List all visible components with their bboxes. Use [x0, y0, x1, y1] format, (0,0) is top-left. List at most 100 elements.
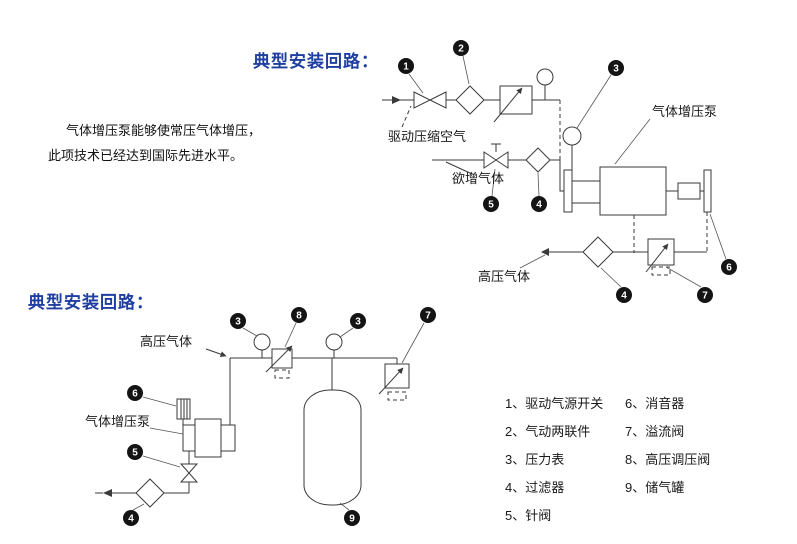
leader-line — [242, 327, 258, 337]
callout-7-top: 7 — [697, 287, 713, 303]
leader-line — [142, 455, 181, 468]
legend-item-1: 1、驱动气源开关 — [505, 396, 604, 411]
description-line-2: 此项技术已经达到国际先进水平。 — [48, 148, 244, 163]
leader-line — [600, 267, 622, 288]
callout-4-top-a-number: 4 — [536, 200, 542, 211]
legend-column-1: 1、驱动气源开关 2、气动两联件 3、压力表 4、过滤器 5、针阀 — [505, 393, 603, 524]
callout-8-number: 8 — [296, 311, 302, 322]
callout-2-number: 2 — [458, 44, 464, 55]
callout-4-top-b: 4 — [616, 287, 632, 303]
leader-line — [491, 168, 496, 197]
hp-regulator-pilot-box — [274, 369, 290, 379]
pressure-gauge-symbol-top-2 — [562, 126, 582, 146]
callout-9: 9 — [344, 510, 360, 526]
leader-line — [132, 503, 145, 511]
callout-2: 2 — [453, 40, 469, 56]
callout-3-bottom-a-number: 3 — [235, 317, 241, 328]
pump-inlet-pipe — [95, 451, 190, 494]
callout-1-number: 1 — [403, 62, 409, 73]
callout-5-top: 5 — [483, 196, 499, 212]
hp-gas-out-arrow-icon-top — [541, 248, 549, 256]
leader-line — [709, 213, 727, 260]
callout-3-top: 3 — [608, 60, 624, 76]
filter-symbol-top-3 — [582, 236, 614, 268]
booster-pump-bottom-symbol — [176, 398, 236, 458]
callout-5-bottom-number: 5 — [132, 448, 138, 459]
callout-7-bottom-number: 7 — [425, 311, 431, 322]
callout-4-bottom-number: 4 — [128, 514, 134, 525]
hp-gas-label-top: 高压气体 — [478, 269, 531, 284]
legend-item-9: 9、储气罐 — [625, 480, 685, 495]
hp-gas-label-leader-top — [519, 254, 546, 269]
relief-valve-arrow-icon-bottom — [378, 367, 404, 395]
callout-9-number: 9 — [349, 514, 355, 525]
legend-item-2: 2、气动两联件 — [505, 424, 591, 439]
callout-7-bottom: 7 — [420, 307, 436, 323]
needle-valve-symbol-top — [483, 151, 509, 169]
callout-3-bottom-a: 3 — [230, 313, 246, 329]
relief-valve-symbol-top — [647, 238, 675, 266]
legend-item-3: 3、压力表 — [505, 452, 565, 467]
pump-outlet-dashed-pipe — [633, 212, 708, 253]
drive-air-label-leader — [401, 105, 412, 128]
legend-item-6: 6、消音器 — [625, 396, 685, 411]
pressure-gauge-symbol-top-1 — [536, 68, 554, 86]
callout-1: 1 — [398, 58, 414, 74]
leader-line — [462, 55, 470, 85]
hp-main-pipe-bottom — [229, 357, 398, 425]
relief-valve-pilot-box-bottom — [387, 391, 407, 401]
hp-regulator-arrow-icon — [265, 345, 293, 373]
leader-line — [537, 172, 540, 197]
relief-valve-arrow-icon-top — [645, 243, 669, 273]
pressure-gauge-symbol-bottom-2 — [325, 333, 343, 351]
callout-3-bottom-b: 3 — [350, 313, 366, 329]
pump-label-leader-bottom — [149, 427, 184, 435]
legend-item-7: 7、溢流阀 — [625, 424, 685, 439]
frl-unit-symbol — [499, 85, 533, 115]
leader-line — [408, 73, 424, 94]
storage-tank-symbol — [303, 389, 362, 506]
relief-valve-pilot-box-top — [651, 266, 671, 276]
callout-6-top-number: 6 — [726, 263, 732, 274]
legend-item-5: 5、针阀 — [505, 508, 552, 523]
boost-gas-label: 欲增气体 — [452, 171, 505, 186]
filter-symbol-top-1 — [455, 85, 485, 115]
callout-4-bottom: 4 — [123, 510, 139, 526]
callout-7-top-number: 7 — [702, 291, 708, 302]
booster-pump-label-top: 气体增压泵 — [652, 104, 718, 119]
drive-air-switch-valve-symbol — [413, 91, 447, 109]
callout-4-top-b-number: 4 — [621, 291, 627, 302]
legend-item-4: 4、过滤器 — [505, 480, 565, 495]
booster-pump-label-bottom: 气体增压泵 — [85, 414, 151, 429]
pump-label-leader-top — [614, 118, 651, 165]
hp-gas-label-bottom: 高压气体 — [140, 334, 193, 349]
top-diagram-title: 典型安装回路： — [253, 52, 379, 71]
pressure-gauge-symbol-bottom-1 — [253, 333, 271, 351]
boost-gas-pipe — [432, 159, 564, 192]
callout-4-top-a: 4 — [531, 196, 547, 212]
needle-valve-symbol-bottom — [179, 463, 199, 483]
drive-air-label: 驱动压缩空气 — [388, 129, 467, 144]
booster-pump-top-symbol — [563, 166, 712, 216]
callout-5-top-number: 5 — [488, 200, 494, 211]
frl-adjust-arrow-icon — [493, 87, 523, 123]
callout-6-bottom-number: 6 — [132, 389, 138, 400]
leader-line — [339, 502, 350, 511]
leader-line — [401, 322, 425, 364]
hp-gas-in-arrow-icon — [205, 348, 227, 358]
leader-line — [665, 266, 702, 288]
callout-6-bottom: 6 — [127, 385, 143, 401]
top-circuit: 1 2 3 5 4 6 7 4 — [382, 40, 737, 303]
filter-symbol-bottom — [135, 478, 165, 508]
leader-line — [576, 74, 612, 129]
leader-line — [339, 327, 354, 338]
air-source-arrow-icon — [392, 96, 401, 104]
callout-5-bottom: 5 — [127, 444, 143, 460]
callout-3-bottom-b-number: 3 — [355, 317, 361, 328]
callout-6-top: 6 — [721, 259, 737, 275]
bottom-circuit: 3 8 3 7 6 5 4 9 — [95, 307, 436, 526]
callout-8: 8 — [291, 307, 307, 323]
description-line-1: 气体增压泵能够使常压气体增压， — [66, 123, 262, 138]
